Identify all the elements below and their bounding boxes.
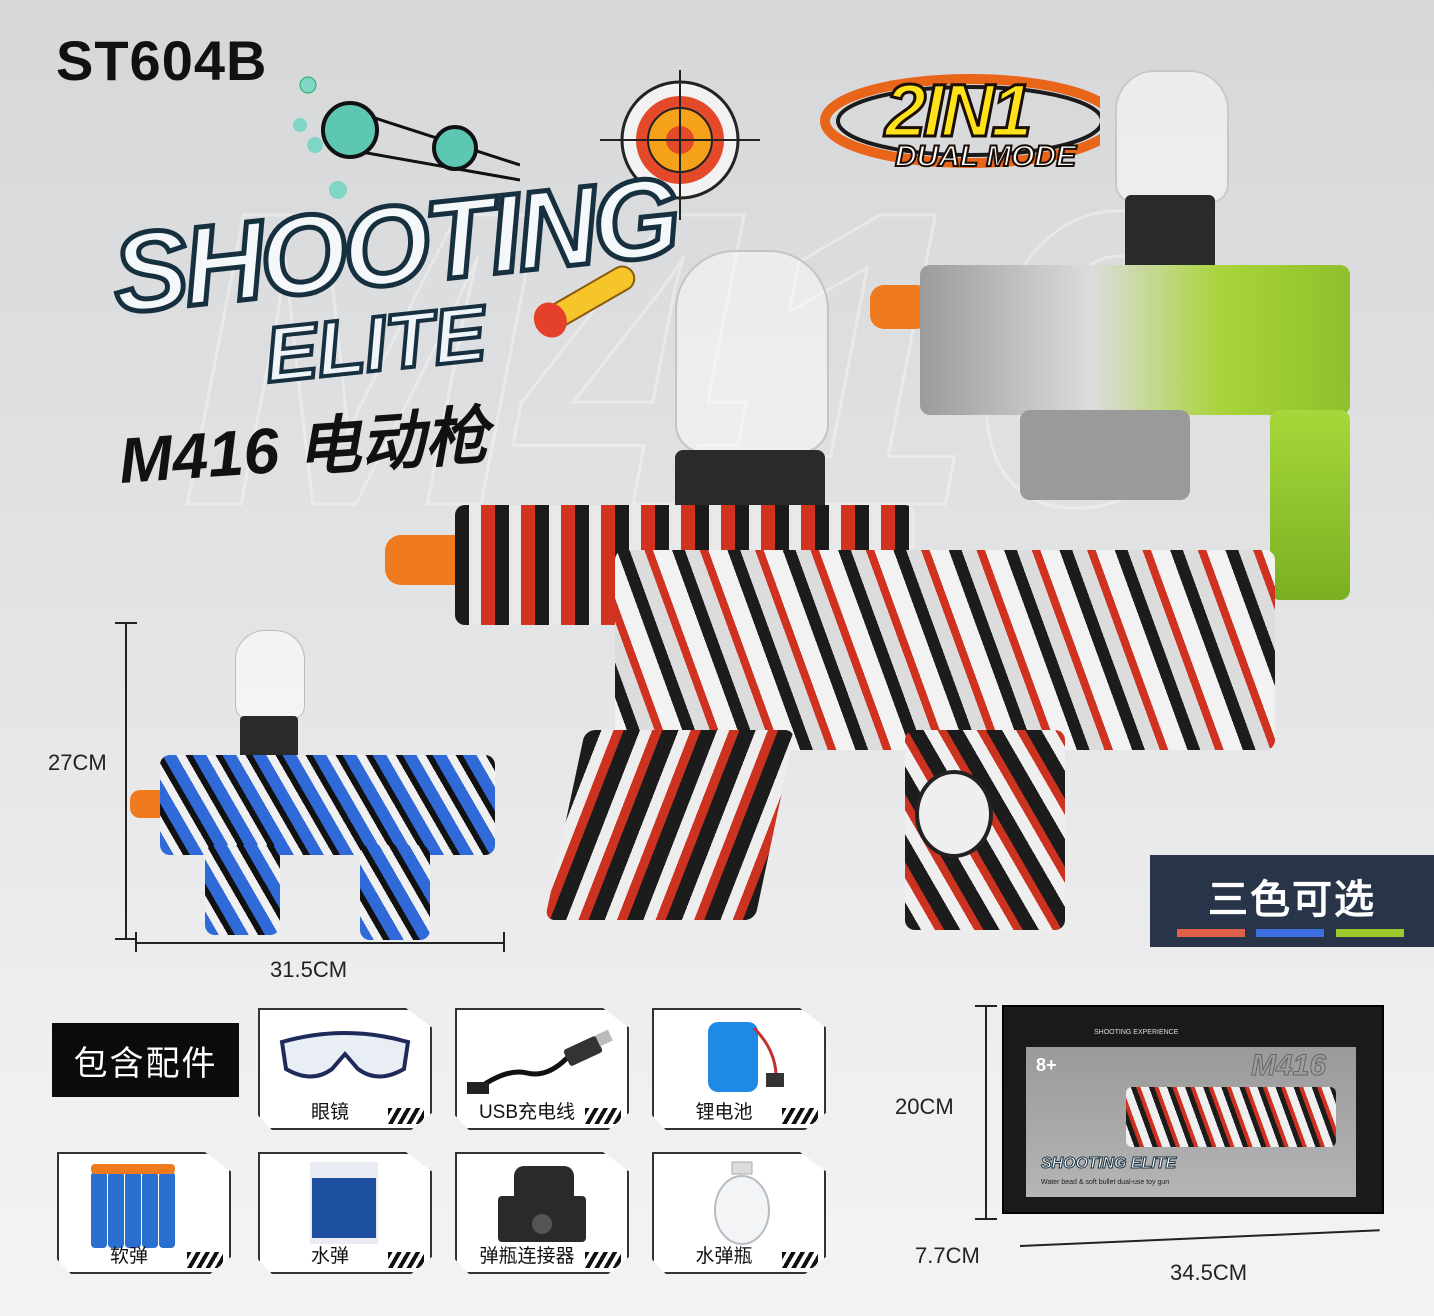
box-model-print: M416 (1250, 1049, 1327, 1083)
accessory-card-bead-bottle: 水弹瓶 (652, 1152, 826, 1274)
stripes-decoration (585, 1108, 621, 1124)
stripes-decoration (585, 1252, 621, 1268)
usb-cable-icon (467, 1029, 613, 1094)
stripes-decoration (782, 1108, 818, 1124)
bead-bottle-icon (714, 1161, 770, 1245)
stripes-decoration (782, 1252, 818, 1268)
product-image-green-gun (870, 70, 1350, 610)
color-swatch-red[interactable] (1177, 929, 1245, 937)
accessory-card-bottle-connector: 弹瓶连接器 (455, 1152, 629, 1274)
box-tagline: Water bead & soft bullet dual-use toy gu… (1041, 1179, 1170, 1186)
box-depth-label: 7.7CM (915, 1243, 980, 1268)
accessory-card-battery: 锂电池 (652, 1008, 826, 1130)
box-side-text: SHOOTING EXPERIENCE (1094, 1029, 1179, 1036)
color-options-label: 三色可选 (1208, 878, 1376, 922)
stripes-decoration (388, 1252, 424, 1268)
box-length-line (1019, 1229, 1380, 1247)
gun-height-label: 27CM (48, 750, 107, 775)
water-beads-graphic-icon (293, 76, 520, 199)
swoosh-icon (820, 74, 1100, 168)
box-height-line (985, 1005, 987, 1220)
color-swatch-green[interactable] (1336, 929, 1404, 937)
goggles-icon (279, 1031, 411, 1079)
accessory-card-goggles: 眼镜 (258, 1008, 432, 1130)
box-length-label: 34.5CM (1170, 1260, 1248, 1285)
stripes-decoration (187, 1252, 223, 1268)
badge-dual-mode: DUAL MODE (894, 139, 1077, 174)
accessories-heading: 包含配件 (52, 1023, 239, 1097)
stripes-decoration (388, 1108, 424, 1124)
bottle-connector-icon (498, 1166, 586, 1242)
badge-2in1: 2IN1 (883, 68, 1033, 154)
package-box-image: 8+ M416 SHOOTING ELITE Water bead & soft… (1002, 1005, 1384, 1214)
product-image-red-gun (385, 250, 1285, 950)
gun-length-label: 31.5CM (270, 957, 348, 982)
box-window: 8+ M416 SHOOTING ELITE Water bead & soft… (1026, 1047, 1356, 1197)
accessory-card-usb-cable: USB充电线 (455, 1008, 629, 1130)
height-dimension-line (125, 622, 127, 940)
battery-icon (708, 1022, 784, 1092)
accessory-card-foam-darts: 软弹 (57, 1152, 231, 1274)
color-swatch-blue[interactable] (1256, 929, 1324, 937)
product-image-blue-gun (130, 630, 500, 940)
box-gun-image (1126, 1087, 1336, 1147)
box-logo: SHOOTING ELITE (1040, 1155, 1177, 1173)
box-height-label: 20CM (895, 1094, 954, 1119)
foam-bullet-icon (533, 265, 636, 338)
length-dimension-line (135, 942, 505, 944)
color-options-panel: 三色可选 (1150, 855, 1434, 947)
box-age-label: 8+ (1036, 1055, 1057, 1075)
model-number: ST604B (56, 29, 268, 92)
water-beads-icon (310, 1162, 378, 1244)
accessory-card-water-beads: 水弹 (258, 1152, 432, 1274)
foam-darts-icon (91, 1164, 175, 1248)
target-icon (600, 70, 760, 220)
